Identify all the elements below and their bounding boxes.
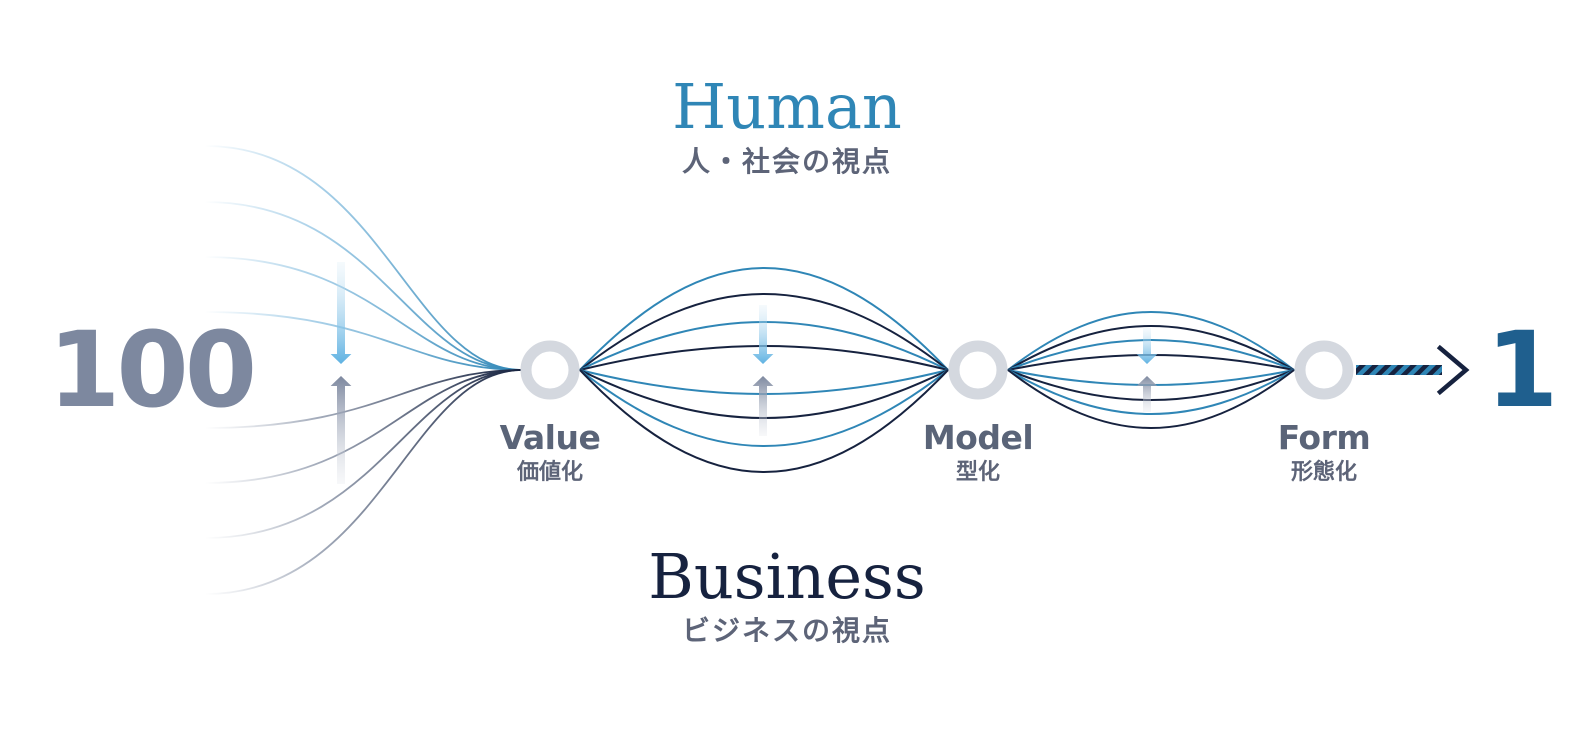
up-arrow-icon <box>330 376 352 484</box>
human-subtitle: 人・社会の視点 <box>681 145 893 178</box>
business-perspective-curve <box>1007 369 1295 429</box>
human-input-line <box>204 145 523 371</box>
stage-node-model <box>948 340 1008 400</box>
end-value: 1 <box>1486 309 1558 431</box>
stage-value-name: Value <box>499 418 601 457</box>
business-input-line <box>204 369 523 595</box>
human-perspective-curve <box>579 267 949 371</box>
stage-value-label: 価値化 <box>516 460 584 485</box>
business-perspective-curve <box>1007 325 1295 371</box>
start-value: 100 <box>48 309 257 431</box>
stage-node-form <box>1294 340 1354 400</box>
business-perspective-curve <box>579 293 949 371</box>
stage-form-label: 形態化 <box>1290 460 1358 485</box>
human-input-line <box>204 256 523 371</box>
human-perspective-curve <box>579 369 949 447</box>
up-arrow-icon <box>1136 376 1158 412</box>
human-title: Human <box>672 70 902 143</box>
down-arrow-icon <box>1136 328 1158 364</box>
business-perspective-curve <box>579 369 949 473</box>
down-arrow-icon <box>330 262 352 364</box>
down-arrow-icon <box>752 305 774 364</box>
human-input-line <box>204 201 523 371</box>
human-input-line <box>204 311 523 371</box>
output-hatched-bar <box>1356 365 1442 375</box>
business-input-line <box>204 369 523 484</box>
human-perspective-curve <box>1007 369 1295 415</box>
stage-model-name: Model <box>922 418 1034 457</box>
up-arrow-icon <box>752 376 774 436</box>
human-perspective-curve <box>1007 311 1295 371</box>
stage-model-label: 型化 <box>955 460 1001 485</box>
business-input-line <box>204 369 523 539</box>
stage-node-value <box>520 340 580 400</box>
chevron-right-icon <box>1436 344 1470 396</box>
stage-form-name: Form <box>1277 418 1371 457</box>
business-input-line <box>204 369 523 429</box>
business-subtitle: ビジネスの視点 <box>681 614 893 647</box>
business-title: Business <box>648 540 926 613</box>
